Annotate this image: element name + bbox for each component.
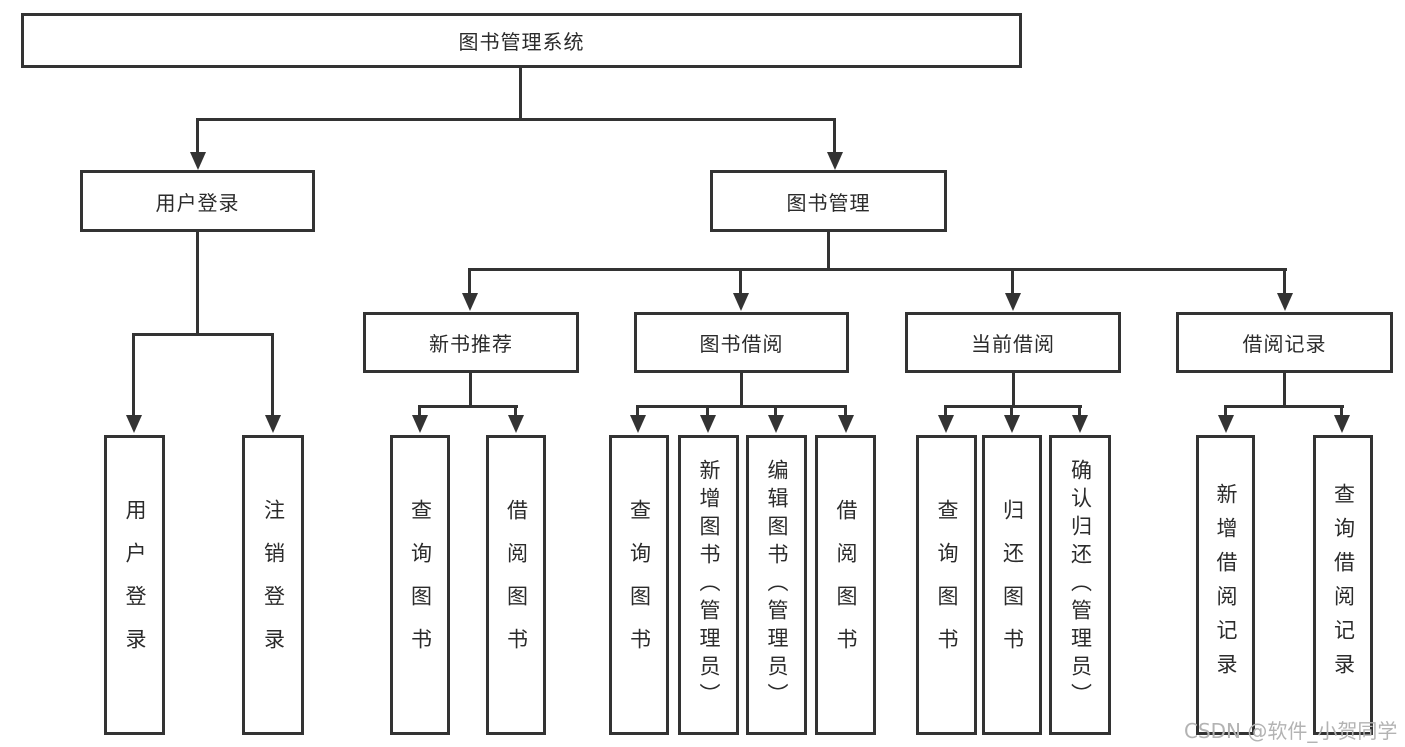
- leaf-label: 查询图书: [408, 499, 433, 671]
- connector-drop: [944, 405, 947, 418]
- node-borrowing-records: 借阅记录: [1176, 312, 1393, 373]
- leaf-borrow-books: 借阅图书: [815, 435, 876, 735]
- arrowhead: [827, 152, 843, 170]
- leaf-confirm-return-admin: 确认归还（管理员）: [1049, 435, 1111, 735]
- connector-drop: [774, 405, 777, 418]
- connector-bookmgmt-stem: [827, 231, 830, 271]
- arrowhead: [938, 415, 954, 433]
- node-label: 图书借阅: [699, 332, 784, 356]
- arrowhead: [265, 415, 281, 433]
- connector-drop: [271, 333, 274, 417]
- connector-userlogin-stem: [196, 231, 199, 336]
- connector-records-rail: [1224, 405, 1344, 408]
- node-new-book-recommend: 新书推荐: [363, 312, 579, 373]
- arrowhead: [1072, 415, 1088, 433]
- leaf-label: 新增图书（管理员）: [697, 459, 721, 711]
- node-label: 借阅记录: [1242, 332, 1327, 356]
- arrowhead: [733, 293, 749, 311]
- leaf-query-borrow-record: 查询借阅记录: [1313, 435, 1373, 735]
- arrowhead: [508, 415, 524, 433]
- leaf-user-login: 用户登录: [104, 435, 165, 735]
- node-label: 当前借阅: [971, 332, 1055, 356]
- arrowhead: [630, 415, 646, 433]
- node-current-borrowing: 当前借阅: [905, 312, 1121, 373]
- leaf-add-books-admin: 新增图书（管理员）: [678, 435, 739, 735]
- leaf-borrow-books-recommend: 借阅图书: [486, 435, 546, 735]
- connector-current-stem: [1012, 372, 1015, 408]
- leaf-label: 借阅图书: [834, 499, 858, 671]
- connector-root-rail: [196, 118, 836, 121]
- connector-drop: [1078, 405, 1081, 418]
- arrowhead: [700, 415, 716, 433]
- leaf-query-books-current: 查询图书: [916, 435, 977, 735]
- leaf-label: 注销登录: [261, 499, 286, 671]
- arrowhead: [1334, 415, 1350, 433]
- connector-drop: [418, 405, 421, 418]
- connector-drop: [132, 333, 135, 417]
- arrowhead: [412, 415, 428, 433]
- connector-drop: [1010, 405, 1013, 418]
- leaf-logout: 注销登录: [242, 435, 304, 735]
- leaf-label: 新增借阅记录: [1214, 483, 1238, 687]
- leaf-return-books: 归还图书: [982, 435, 1042, 735]
- node-label: 图书管理: [786, 190, 871, 215]
- node-library-management-system: 图书管理系统: [21, 13, 1022, 68]
- leaf-label: 确认归还（管理员）: [1068, 459, 1093, 711]
- connector-records-stem: [1283, 372, 1286, 408]
- connector-drop: [514, 405, 517, 418]
- connector-bookmgmt-rail: [468, 268, 1287, 271]
- leaf-label: 查询图书: [935, 499, 959, 671]
- leaf-label: 用户登录: [123, 499, 147, 671]
- connector-drop: [706, 405, 709, 418]
- connector-drop: [1283, 268, 1286, 295]
- leaf-label: 归还图书: [1000, 499, 1025, 671]
- connector-newbook-stem: [469, 372, 472, 408]
- connector-drop: [468, 268, 471, 295]
- csdn-watermark: CSDN @软件_小贺同学: [1184, 719, 1398, 743]
- arrowhead: [838, 415, 854, 433]
- arrowhead: [768, 415, 784, 433]
- leaf-label: 查询借阅记录: [1331, 483, 1356, 687]
- arrowhead: [1277, 293, 1293, 311]
- arrowhead: [462, 293, 478, 311]
- connector-drop: [1224, 405, 1227, 418]
- arrowhead: [190, 152, 206, 170]
- leaf-query-books-borrowing: 查询图书: [609, 435, 669, 735]
- connector-drop: [739, 268, 742, 295]
- leaf-label: 编辑图书（管理员）: [765, 459, 789, 711]
- node-label: 新书推荐: [429, 332, 513, 356]
- node-book-borrowing: 图书借阅: [634, 312, 849, 373]
- leaf-query-books-recommend: 查询图书: [390, 435, 450, 735]
- connector-drop: [1011, 268, 1014, 295]
- connector-userlogin-rail: [132, 333, 274, 336]
- arrowhead: [1218, 415, 1234, 433]
- connector-root-stem: [519, 67, 522, 120]
- connector-drop: [196, 118, 199, 154]
- leaf-label: 借阅图书: [504, 499, 529, 671]
- connector-drop: [844, 405, 847, 418]
- connector-borrowing-stem: [740, 372, 743, 408]
- leaf-label: 查询图书: [627, 499, 652, 671]
- node-book-management: 图书管理: [710, 170, 947, 232]
- connector-drop: [1340, 405, 1343, 418]
- node-label: 用户登录: [155, 190, 240, 215]
- connector-drop: [636, 405, 639, 418]
- leaf-add-borrow-record: 新增借阅记录: [1196, 435, 1255, 735]
- node-user-login: 用户登录: [80, 170, 315, 232]
- arrowhead: [1005, 293, 1021, 311]
- connector-drop: [833, 118, 836, 154]
- node-label: 图书管理系统: [458, 30, 585, 54]
- arrowhead: [1004, 415, 1020, 433]
- leaf-edit-books-admin: 编辑图书（管理员）: [746, 435, 807, 735]
- connector-newbook-rail: [418, 405, 518, 408]
- arrowhead: [126, 415, 142, 433]
- connector-current-rail: [944, 405, 1082, 408]
- connector-borrowing-rail: [636, 405, 847, 408]
